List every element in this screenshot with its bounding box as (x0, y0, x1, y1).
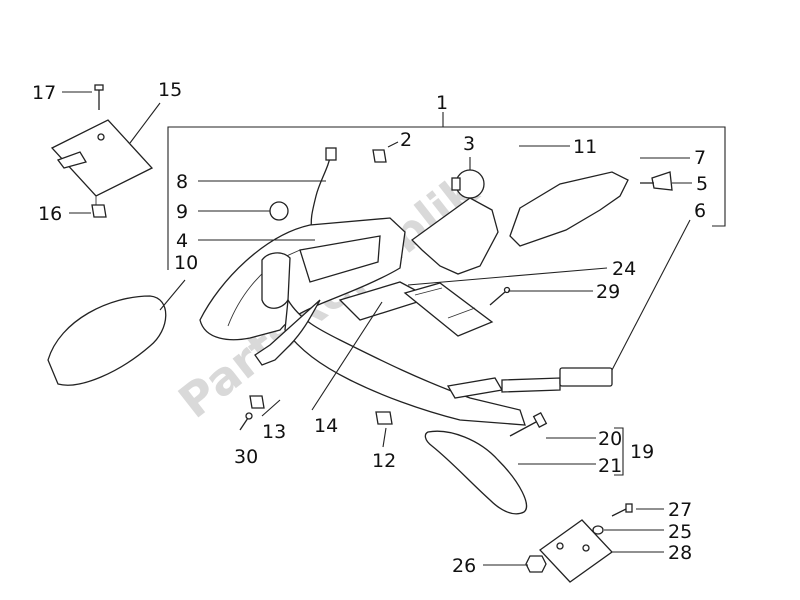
label-28: 28 (668, 542, 692, 564)
clip-12 (375, 411, 393, 425)
bolt-20 (509, 411, 548, 437)
license-plate-bracket (50, 119, 154, 210)
screw-17 (94, 84, 104, 110)
label-6: 6 (694, 200, 706, 222)
label-11: 11 (573, 136, 597, 158)
license-lamp-6 (446, 367, 613, 399)
label-15: 15 (158, 79, 182, 101)
label-1: 1 (436, 92, 448, 114)
label-30: 30 (234, 446, 258, 468)
label-3: 3 (463, 133, 475, 155)
label-19: 19 (630, 441, 654, 463)
bulb-9 (269, 201, 289, 221)
nut-26 (525, 555, 547, 573)
leader-lines (62, 91, 692, 566)
label-17: 17 (32, 82, 56, 104)
label-16: 16 (38, 203, 62, 225)
tail-lamp-lens-7 (509, 171, 629, 247)
screw-30 (239, 412, 253, 431)
label-7: 7 (694, 147, 706, 169)
clip-13 (249, 395, 265, 409)
reflector-10 (47, 295, 167, 386)
label-5: 5 (696, 173, 708, 195)
label-24: 24 (612, 258, 636, 280)
label-27: 27 (668, 499, 692, 521)
label-10: 10 (174, 252, 198, 274)
clip-16 (91, 204, 107, 218)
tail-lamp-housing-11 (411, 197, 499, 275)
label-14: 14 (314, 415, 338, 437)
wire-harness-8 (310, 147, 337, 233)
label-21: 21 (598, 455, 622, 477)
callout-labels: 17 15 16 1 2 3 11 7 5 6 8 9 4 10 24 29 1… (32, 79, 708, 577)
clip-2 (372, 149, 387, 163)
group-1-bracket (167, 112, 726, 270)
washer-25 (592, 525, 604, 535)
label-4: 4 (176, 230, 188, 252)
plate-holder-24 (403, 282, 494, 337)
screw-5 (640, 171, 673, 191)
label-29: 29 (596, 281, 620, 303)
mud-flap-21 (424, 430, 528, 515)
screw-29 (489, 286, 511, 306)
label-20: 20 (598, 428, 622, 450)
label-9: 9 (176, 201, 188, 223)
label-12: 12 (372, 450, 396, 472)
label-8: 8 (176, 171, 188, 193)
label-25: 25 (668, 521, 692, 543)
screw-27 (611, 503, 633, 517)
label-26: 26 (452, 555, 476, 577)
label-2: 2 (400, 129, 412, 151)
rear-mudguard-body-1 (199, 217, 526, 426)
label-13: 13 (262, 421, 286, 443)
